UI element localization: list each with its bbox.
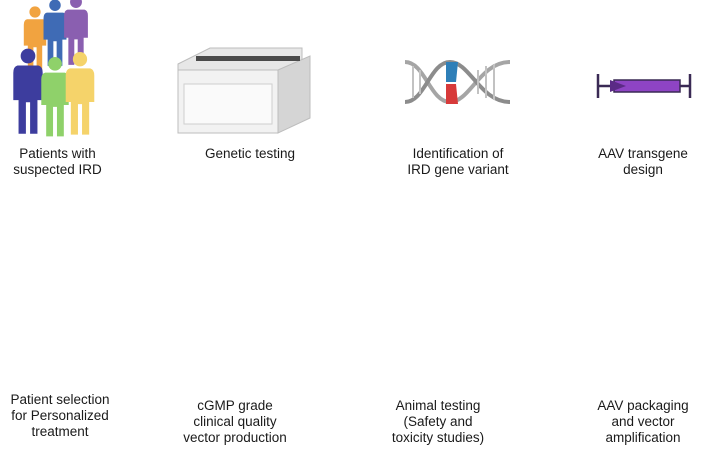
step-label-packaging: AAV packaging and vector amplification <box>597 398 689 445</box>
people-icon <box>13 0 95 137</box>
step-label-variant-identification: Identification of IRD gene variant <box>407 146 509 177</box>
step-label-vector-production: cGMP grade clinical quality vector produ… <box>183 398 287 445</box>
step-label-animal-testing: Animal testing (Safety and toxicity stud… <box>391 398 485 445</box>
sequencer-icon <box>177 47 311 134</box>
step-label-patient-selection: Patient selection for Personalized treat… <box>10 392 110 439</box>
step-label-patients: Patients with suspected IRD <box>13 146 102 177</box>
dna-icon <box>404 59 511 105</box>
step-label-transgene-design: AAV transgene design <box>598 146 688 177</box>
step-label-genetic-testing: Genetic testing <box>204 146 296 161</box>
transgene-icon <box>596 74 692 98</box>
